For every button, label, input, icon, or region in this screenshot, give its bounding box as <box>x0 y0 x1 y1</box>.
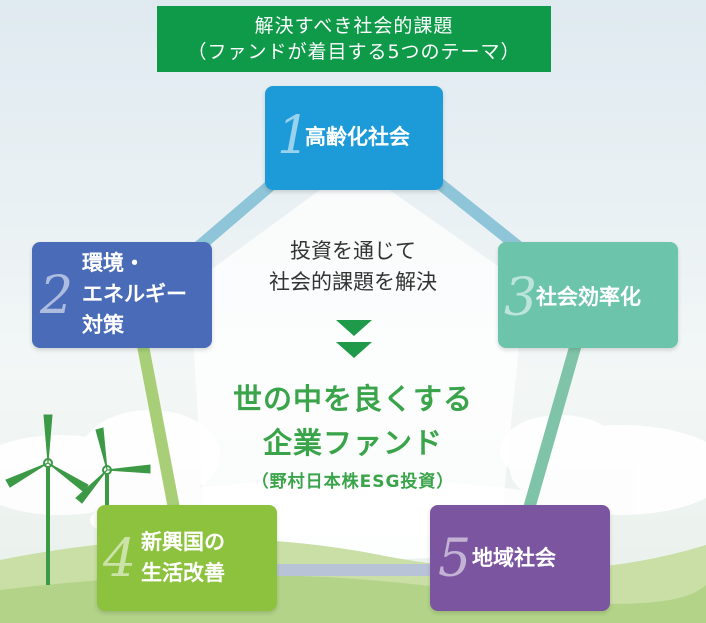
center-line1: 投資を通じて <box>290 239 416 263</box>
wind-turbine-icon <box>5 414 89 585</box>
theme-number: 2 <box>40 266 74 326</box>
theme-label-line2: 生活改善 <box>141 561 225 585</box>
theme-number: 3 <box>504 268 538 328</box>
theme-box-local-community: 5 地域社会 <box>430 505 610 611</box>
theme-label: 高齢化社会 <box>305 125 410 149</box>
fund-title: 世の中を良くする 企業ファンド <box>200 377 506 465</box>
theme-label: 地域社会 <box>472 546 556 570</box>
theme-box-aging-society: 1 高齢化社会 <box>265 86 443 190</box>
header-subtitle: （ファンドが着目する5つのテーマ） <box>187 41 521 63</box>
header-banner: 解決すべき社会的課題 （ファンドが着目する5つのテーマ） <box>157 6 551 72</box>
theme-number: 1 <box>277 106 311 166</box>
theme-box-environment-energy: 2 環境・ エネルギー 対策 <box>32 242 212 348</box>
down-arrow-icon <box>336 320 372 358</box>
theme-number: 5 <box>438 529 472 589</box>
fund-title-line2: 企業ファンド <box>262 426 443 460</box>
theme-label: 社会効率化 <box>536 285 641 309</box>
theme-label-line2: エネルギー <box>82 282 187 306</box>
theme-number: 4 <box>103 529 137 589</box>
fund-subtitle: （野村日本株ESG投資） <box>251 472 455 492</box>
theme-box-emerging-markets: 4 新興国の 生活改善 <box>97 505 277 611</box>
theme-box-social-efficiency: 3 社会効率化 <box>498 242 678 348</box>
theme-label-line1: 新興国の <box>141 530 225 554</box>
fund-title-line1: 世の中を良くする <box>232 382 473 416</box>
center-line2: 社会的課題を解決 <box>269 270 437 294</box>
theme-label-line3: 対策 <box>82 313 124 337</box>
header-title: 解決すべき社会的課題 <box>254 15 454 37</box>
theme-label-line1: 環境・ <box>82 251 145 275</box>
center-message: 投資を通じて 社会的課題を解決 <box>200 236 506 298</box>
